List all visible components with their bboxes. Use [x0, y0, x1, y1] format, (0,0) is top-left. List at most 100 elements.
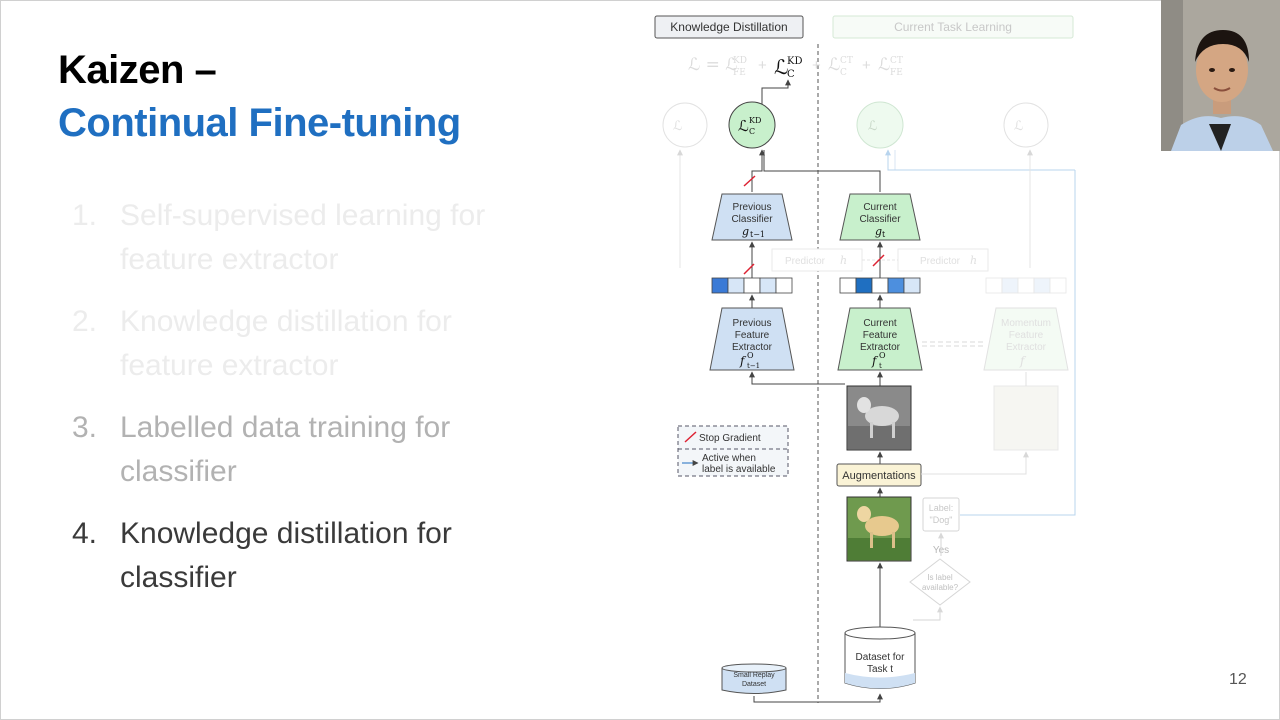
curr-fe-line3: Extractor: [860, 342, 901, 353]
list-item-text: Knowledge distillation for classifier: [120, 517, 452, 594]
legend-box: [677, 425, 789, 477]
presenter-webcam: [1161, 0, 1280, 151]
decision-line2: available?: [922, 583, 959, 592]
loss-sub: FE: [890, 68, 903, 78]
prev-fe-sub: t−1: [747, 362, 760, 370]
list-item: 4. Knowledge distillation for classifier: [72, 512, 492, 600]
list-item: 3. Labelled data training for classifier: [72, 406, 492, 494]
loss-kd-c-circle-sub: C: [749, 127, 755, 136]
dataset-line2: Task t: [867, 664, 893, 675]
loss-ct-c: ℒ: [828, 55, 840, 75]
momentum-feature-vector: [985, 277, 1067, 294]
curr-fe-sub: t: [879, 362, 882, 370]
plus-sign: +: [812, 57, 821, 74]
list-item-text: Labelled data training for classifier: [120, 411, 451, 488]
curr-classifier-line1: Current: [863, 202, 897, 213]
loss-sup: KD: [733, 56, 747, 66]
loss-sub: FE: [733, 68, 746, 78]
replay-line2: Dataset: [742, 681, 766, 688]
momentum-fe-line1: Momentum: [1001, 318, 1051, 329]
curr-fe-line2: Feature: [863, 330, 898, 341]
dataset-for-task-cylinder: [844, 626, 916, 689]
decision-line1: Is label: [927, 573, 953, 582]
dataset-line1: Dataset for: [856, 652, 906, 663]
small-replay-dataset-cylinder: [721, 663, 787, 694]
prev-fe-symbol: f: [739, 354, 747, 368]
stop-gradient-mark: [743, 263, 755, 275]
loss-kd-c-circle: [728, 101, 776, 149]
list-item-number: 4.: [72, 517, 98, 550]
previous-feature-extractor: [709, 307, 795, 371]
prev-fe-line2: Feature: [735, 330, 770, 341]
slide-title-line2: Continual Fine-tuning: [58, 101, 461, 145]
list-item-number: 2.: [72, 305, 98, 338]
dog-image: [846, 496, 912, 562]
list-item-text: Self-supervised learning for feature ext…: [120, 199, 486, 276]
label-dog-box: [922, 497, 960, 532]
augmentations-box: [836, 463, 922, 487]
momentum-fe-line3: Extractor: [1006, 342, 1047, 353]
prev-fe-line3: Extractor: [732, 342, 773, 353]
plus-sign: +: [862, 57, 871, 74]
stop-gradient-mark: [872, 254, 885, 267]
loss-kd-c-circle-sup: KD: [749, 116, 761, 125]
predictor-left-symbol: h: [840, 254, 847, 267]
current-feature-extractor: [837, 307, 923, 371]
slide-title-line1: Kaizen –: [58, 48, 217, 92]
list-item: 2. Knowledge distillation for feature ex…: [72, 300, 492, 388]
header-left-label: Knowledge Distillation: [670, 20, 787, 34]
loss-ct-c-circle-label: ℒ: [868, 119, 877, 134]
loss-sup: CT: [840, 56, 853, 66]
label-line2: "Dog": [930, 515, 953, 525]
augmentations-label: Augmentations: [842, 470, 916, 482]
stop-gradient-mark: [743, 175, 756, 187]
prev-fe-line1: Previous: [733, 318, 772, 329]
header-knowledge-distillation: [654, 15, 804, 39]
header-current-task-learning: [832, 15, 1074, 39]
bullet-list: 1. Self-supervised learning for feature …: [72, 194, 492, 618]
augmented-dog-image: [846, 385, 912, 451]
plus-sign: +: [758, 57, 767, 74]
curr-fe-line1: Current: [863, 318, 897, 329]
list-item-number: 3.: [72, 411, 98, 444]
legend-stop-gradient-icon: [684, 431, 697, 443]
previous-classifier: [711, 193, 793, 241]
replay-line1: Small Replay: [733, 672, 775, 679]
predictor-left-label: Predictor: [785, 256, 826, 267]
loss-kd-c-circle-label: ℒ: [738, 117, 749, 135]
legend-stop-gradient: Stop Gradient: [699, 433, 761, 444]
list-item-number: 1.: [72, 199, 98, 232]
curr-classifier-line2: Classifier: [859, 214, 901, 225]
loss-kd-c-sup: KD: [787, 56, 803, 67]
label-line1: Label:: [929, 503, 954, 513]
curr-fe-symbol: f: [871, 354, 879, 368]
prev-feature-vector: [711, 277, 793, 294]
loss-ct-fe-circle-label: ℒ: [1014, 119, 1023, 134]
curr-classifier-symbol: g: [875, 225, 882, 238]
prev-classifier-sub: t−1: [750, 230, 765, 239]
loss-formula: ℒ = ℒ KD FE + ℒ KD C + ℒ CT C + ℒ CT FE: [688, 55, 903, 80]
header-right-label: Current Task Learning: [894, 20, 1012, 34]
curr-fe-sup: O: [879, 351, 886, 360]
momentum-fe-line2: Feature: [1009, 330, 1044, 341]
prev-classifier-line2: Classifier: [731, 214, 773, 225]
loss-sub: C: [840, 68, 847, 78]
loss-ct-c-circle: [856, 101, 904, 149]
current-classifier: [839, 193, 921, 241]
list-item-text: Knowledge distillation for feature extra…: [120, 305, 452, 382]
legend-active-line2: label is available: [702, 464, 776, 475]
loss-kd-fe-label: ℒ: [673, 119, 682, 134]
momentum-fe-symbol: f: [1019, 354, 1027, 368]
prev-fe-sup: O: [747, 351, 754, 360]
loss-sup: CT: [890, 56, 903, 66]
loss-total: ℒ = ℒ: [688, 55, 738, 75]
momentum-augmented-image: [993, 385, 1059, 451]
curr-classifier-sub: t: [882, 230, 886, 239]
legend-active-line1: Active when: [702, 453, 756, 464]
momentum-feature-extractor: [983, 307, 1069, 371]
label-available-decision: [909, 558, 971, 606]
loss-kd-c: ℒ: [774, 55, 788, 79]
predictor-right-symbol: h: [970, 254, 977, 267]
loss-kd-fe-circle: [662, 102, 708, 148]
predictor-right-label: Predictor: [920, 256, 961, 267]
